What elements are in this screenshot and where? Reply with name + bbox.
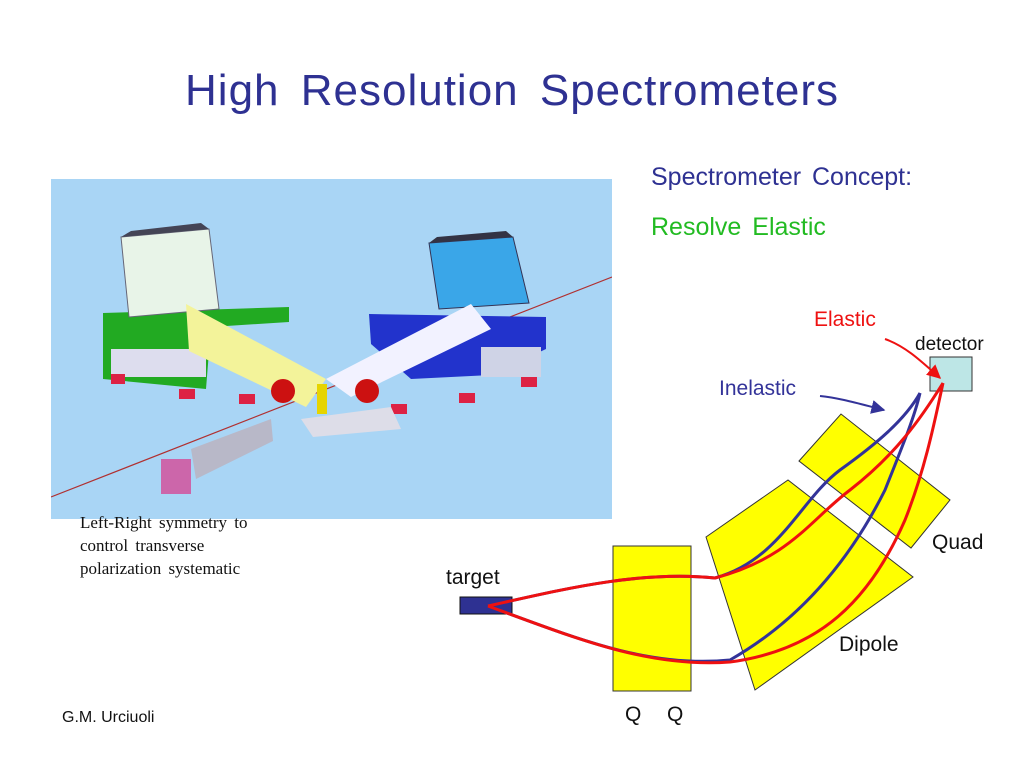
concept-heading: Spectrometer Concept: [651,163,913,191]
left-hut-roof [121,223,209,237]
resolve-elastic-text: Resolve Elastic [651,213,826,241]
left-dipole [186,304,326,407]
caption: Left-Right symmetry to control transvers… [80,511,247,580]
dipole-label: Dipole [839,633,899,656]
elastic-trajectory-lower [487,382,945,665]
left-support [111,349,206,377]
spectrometer-rendering [50,223,613,498]
elastic-arrow [884,338,942,379]
slide-title: High Resolution Spectrometers [185,66,839,115]
beam-dump [161,459,191,494]
right-hut-roof [429,231,513,243]
author: G.M. Urciuoli [62,709,155,726]
target-label: target [446,566,500,589]
caption-line: Left-Right symmetry to [80,513,248,532]
caption-line: polarization systematic [80,559,241,578]
elastic-label: Elastic [814,308,876,331]
right-dipole [326,304,491,397]
inelastic-arrow [819,395,886,414]
detector-label: detector [915,334,984,355]
caption-line: control transverse [80,536,205,555]
target-platform [301,407,401,437]
inelastic-label: Inelastic [719,377,797,400]
spectrometer-illustration [50,179,613,519]
left-detector-hut [120,228,220,318]
elastic-trajectory-upper [487,382,945,608]
quad-label: Quad [932,531,984,554]
quad-magnet [798,413,951,549]
dipole-magnet [705,479,914,691]
quadrupole-label-1: Q [625,703,642,726]
quadrupole-magnet [612,545,692,692]
beam-line [50,276,613,498]
quadrupole-label-2: Q [667,703,684,726]
target-chamber [317,384,327,414]
